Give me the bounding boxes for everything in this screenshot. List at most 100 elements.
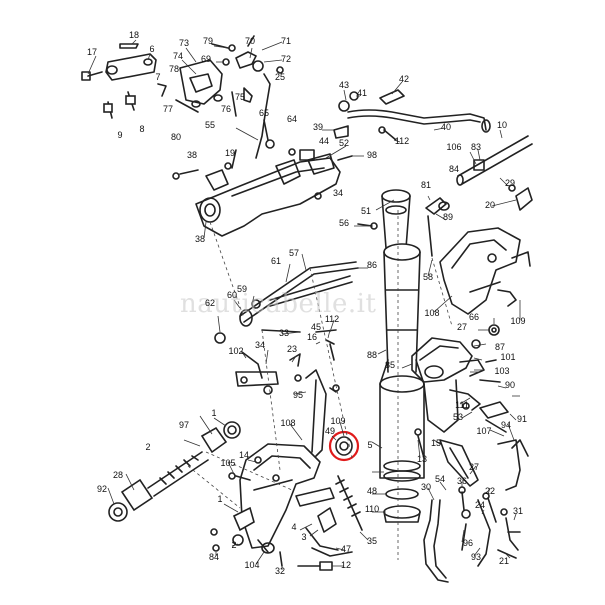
- callout-35: 35: [367, 536, 377, 546]
- callout-52: 52: [339, 138, 349, 148]
- callout-1: 1: [211, 408, 216, 418]
- callout-27: 27: [469, 462, 479, 472]
- callout-32: 32: [275, 566, 285, 576]
- assembly-guide-lines: [187, 221, 453, 509]
- callout-83: 83: [471, 142, 481, 152]
- clamp-bracket-right: [425, 197, 531, 336]
- callout-86: 86: [367, 260, 377, 270]
- callout-21: 21: [499, 556, 509, 566]
- clamp-bracket-left: [210, 443, 335, 567]
- callout-64: 64: [287, 114, 297, 124]
- callout-53: 53: [453, 412, 463, 422]
- callout-79: 79: [203, 36, 213, 46]
- callout-27: 27: [457, 322, 467, 332]
- callout-110: 110: [365, 504, 379, 514]
- throttle-link-assembly: [175, 35, 284, 159]
- callout-48: 48: [367, 486, 377, 496]
- callout-85: 85: [385, 360, 395, 370]
- callout-13: 13: [417, 454, 427, 464]
- callout-38: 38: [187, 150, 197, 160]
- callout-65: 65: [259, 108, 269, 118]
- callout-36: 36: [457, 476, 467, 486]
- callout-76: 76: [221, 104, 231, 114]
- callout-88: 88: [367, 350, 377, 360]
- callout-66: 66: [469, 312, 479, 322]
- callout-20: 20: [485, 200, 495, 210]
- callout-6: 6: [149, 44, 154, 54]
- highlight-ring-107: [328, 430, 360, 462]
- callout-81: 81: [421, 180, 431, 190]
- callout-49: 49: [325, 426, 335, 436]
- callout-102: 102: [228, 346, 243, 356]
- callout-69: 69: [201, 54, 211, 64]
- callout-89: 89: [443, 212, 453, 222]
- callout-72: 72: [281, 54, 291, 64]
- callout-73: 73: [179, 38, 189, 48]
- callout-10: 10: [497, 120, 507, 130]
- tilt-tube-bolt: [456, 135, 533, 211]
- callout-101: 101: [500, 352, 515, 362]
- callout-74: 74: [173, 51, 183, 61]
- callout-9: 9: [117, 130, 122, 140]
- callout-60: 60: [227, 290, 237, 300]
- callout-24: 24: [475, 500, 485, 510]
- tilt-lever-right: [414, 401, 529, 583]
- callout-4: 4: [291, 522, 296, 532]
- tilt-pin-and-bushings: [108, 421, 241, 522]
- callout-57: 57: [289, 248, 299, 258]
- callout-19: 19: [225, 148, 235, 158]
- callout-96: 96: [463, 538, 473, 548]
- callout-84: 84: [209, 552, 219, 562]
- callout-59: 59: [237, 284, 247, 294]
- callout-112: 112: [325, 314, 339, 324]
- callout-2: 2: [231, 540, 236, 550]
- callout-44: 44: [319, 136, 329, 146]
- watermark: nauticabelle.it: [180, 289, 376, 319]
- callout-30: 30: [421, 482, 431, 492]
- callout-90: 90: [505, 380, 515, 390]
- callout-62: 62: [205, 298, 215, 308]
- callout-105: 105: [220, 458, 235, 468]
- callout-39: 39: [313, 122, 323, 132]
- callout-108: 108: [280, 418, 295, 428]
- callout-18: 18: [129, 30, 139, 40]
- callout-51: 51: [361, 206, 371, 216]
- callout-91: 91: [517, 414, 527, 424]
- callout-108: 108: [424, 308, 439, 318]
- callout-16: 16: [307, 332, 317, 342]
- callout-34: 34: [255, 340, 265, 350]
- callout-3: 3: [301, 532, 306, 542]
- callout-111: 111: [455, 400, 469, 410]
- callout-17: 17: [87, 47, 97, 57]
- callout-70: 70: [245, 36, 255, 46]
- callout-109: 109: [330, 416, 345, 426]
- callout-107: 107: [476, 426, 491, 436]
- leader-lines: [87, 39, 521, 570]
- callout-78: 78: [169, 64, 179, 74]
- callout-61: 61: [271, 256, 281, 266]
- callout-93: 93: [471, 552, 481, 562]
- callout-94: 94: [501, 420, 511, 430]
- callout-14: 14: [239, 450, 249, 460]
- callout-38: 38: [195, 234, 205, 244]
- steering-tube: [379, 189, 425, 560]
- tilt-lever-assembly: [81, 43, 167, 119]
- callout-104: 104: [244, 560, 259, 570]
- callout-109: 109: [510, 316, 525, 326]
- steering-arm: [172, 119, 378, 237]
- callout-98: 98: [367, 150, 377, 160]
- callout-41: 41: [357, 88, 367, 98]
- callout-103: 103: [494, 366, 509, 376]
- callout-15: 15: [431, 438, 441, 448]
- callout-28: 28: [113, 470, 123, 480]
- callout-54: 54: [435, 474, 445, 484]
- callout-87: 87: [495, 342, 505, 352]
- tilt-rods: [214, 261, 359, 395]
- callout-80: 80: [171, 132, 181, 142]
- callout-25: 25: [275, 72, 285, 82]
- callout-40: 40: [441, 122, 451, 132]
- callout-1: 1: [217, 494, 222, 504]
